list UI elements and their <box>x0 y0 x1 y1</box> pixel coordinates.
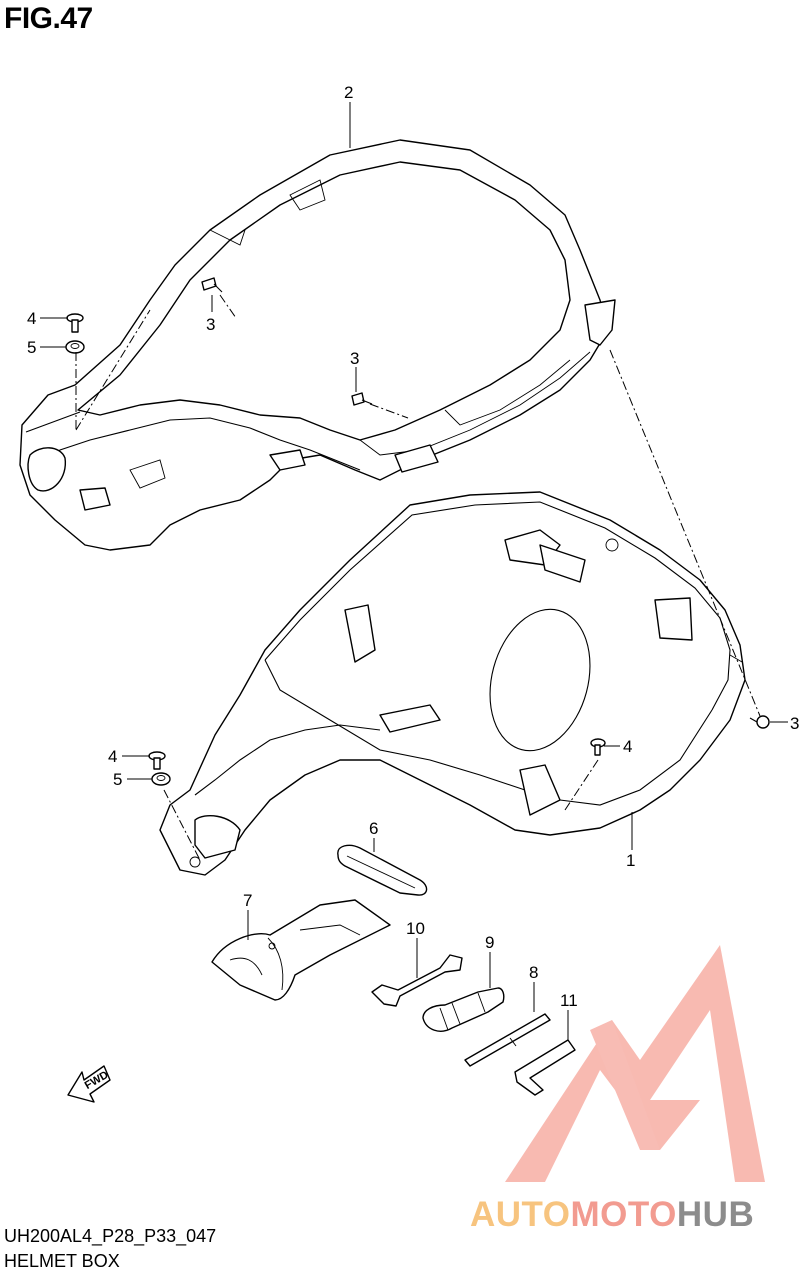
callout-11: 11 <box>560 991 578 1010</box>
bolt-4-left-upper <box>66 313 84 333</box>
part-6-seal <box>337 844 428 896</box>
fwd-arrow: FWD <box>67 1065 111 1103</box>
figure-code: UH200AL4_P28_P33_047 <box>4 1226 217 1246</box>
figure-title: FIG.47 <box>4 2 93 35</box>
callout-numbers: 2 3 3 3 4 5 4 5 4 1 6 7 10 9 8 11 <box>27 83 799 1010</box>
callout-9: 9 <box>485 933 494 952</box>
part-9-screwdriver <box>422 987 505 1032</box>
washer-5-left-lower <box>151 772 171 786</box>
washer-5-left-upper <box>65 340 85 354</box>
part-11-hex-key <box>514 1039 576 1096</box>
callout-5-left-lower: 5 <box>113 770 122 789</box>
part-2-upper-frame <box>19 139 616 551</box>
callout-3-upper: 3 <box>206 315 215 334</box>
callout-10: 10 <box>406 919 425 938</box>
figure-name: HELMET BOX <box>4 1251 120 1271</box>
callout-7: 7 <box>243 891 252 910</box>
callout-4-left-upper: 4 <box>27 309 36 328</box>
callout-3-middle: 3 <box>350 349 359 368</box>
callout-8: 8 <box>529 963 538 982</box>
callout-3-right: 3 <box>790 714 799 733</box>
part-1-helmet-box <box>159 491 746 876</box>
callout-2: 2 <box>344 83 353 102</box>
screw-3-right <box>749 715 770 729</box>
watermark-auto: AUTO <box>470 1195 571 1234</box>
part-8-bit <box>464 1013 551 1067</box>
watermark-hub: HUB <box>676 1195 755 1234</box>
watermark-logo <box>505 945 765 1182</box>
callout-6: 6 <box>369 819 378 838</box>
screw-3-middle <box>351 392 373 406</box>
bolt-4-left-lower <box>148 751 166 770</box>
screw-3-upper <box>201 277 223 293</box>
part-7-tool-bag <box>211 899 391 1001</box>
part-10-spanner <box>371 954 463 1007</box>
bolt-4-right <box>590 738 606 756</box>
callout-5-left-upper: 5 <box>27 338 36 357</box>
callout-4-right: 4 <box>623 737 632 756</box>
watermark-moto: MOTO <box>570 1195 677 1234</box>
callout-4-left-lower: 4 <box>108 747 117 766</box>
leader-lines <box>40 102 788 1040</box>
watermark-brand: AUTOMOTOHUB <box>470 1195 754 1235</box>
callout-1: 1 <box>626 851 635 870</box>
